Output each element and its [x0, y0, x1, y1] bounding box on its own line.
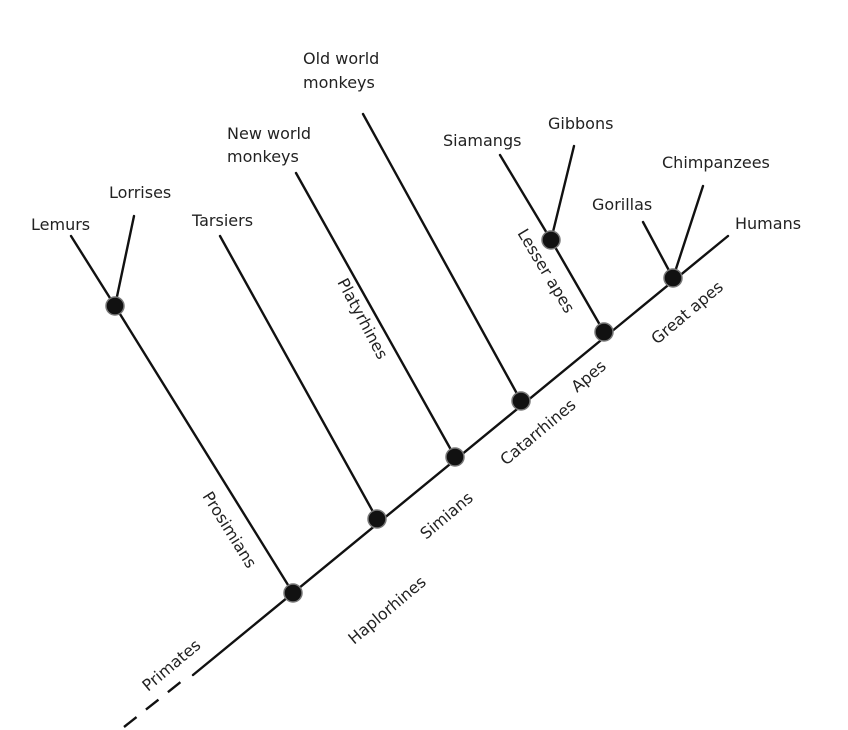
label-humans: Humans — [735, 214, 801, 233]
node-catarrhines — [511, 391, 531, 411]
label-chimpanzees: Chimpanzees — [662, 153, 770, 172]
label-great-apes: Great apes — [647, 277, 726, 348]
node-primates — [283, 583, 303, 603]
label-primates: Primates — [138, 635, 204, 695]
label-catarrhines: Catarrhines — [496, 395, 579, 469]
label-new-world-line2: monkeys — [227, 147, 299, 166]
label-simians: Simians — [416, 488, 476, 543]
node-prosimians — [105, 296, 125, 316]
label-gorillas: Gorillas — [592, 195, 652, 214]
label-tarsiers: Tarsiers — [191, 211, 253, 230]
siamangs-branch — [498, 153, 553, 242]
new-world-monkeys-branch — [294, 171, 457, 459]
label-lorrises: Lorrises — [109, 183, 171, 202]
label-platyrrhines: Platyrhines — [333, 275, 391, 362]
label-new-world-line1: New world — [227, 124, 311, 143]
label-lemurs: Lemurs — [31, 215, 90, 234]
root-dashed-line — [123, 676, 188, 728]
label-siamangs: Siamangs — [443, 131, 521, 150]
node-simians — [445, 447, 465, 467]
node-apes — [594, 322, 614, 342]
label-haplorhines: Haplorhines — [344, 572, 429, 648]
label-prosimians: Prosimians — [199, 488, 261, 571]
prosimians-branch — [113, 304, 295, 595]
chimpanzees-branch — [671, 184, 705, 280]
node-great-apes — [663, 268, 683, 288]
label-old-world-line2: monkeys — [303, 73, 375, 92]
lemurs-branch — [69, 234, 117, 308]
gibbons-branch — [549, 144, 576, 242]
node-haplorhines — [367, 509, 387, 529]
label-gibbons: Gibbons — [548, 114, 613, 133]
node-lesser-apes — [541, 230, 561, 250]
label-old-world-line1: Old world — [303, 49, 379, 68]
lorrises-branch — [113, 214, 136, 308]
gorillas-branch — [641, 220, 675, 280]
tarsiers-branch — [218, 234, 379, 521]
lesser-apes-branch — [549, 238, 606, 334]
old-world-monkeys-branch — [361, 112, 523, 403]
